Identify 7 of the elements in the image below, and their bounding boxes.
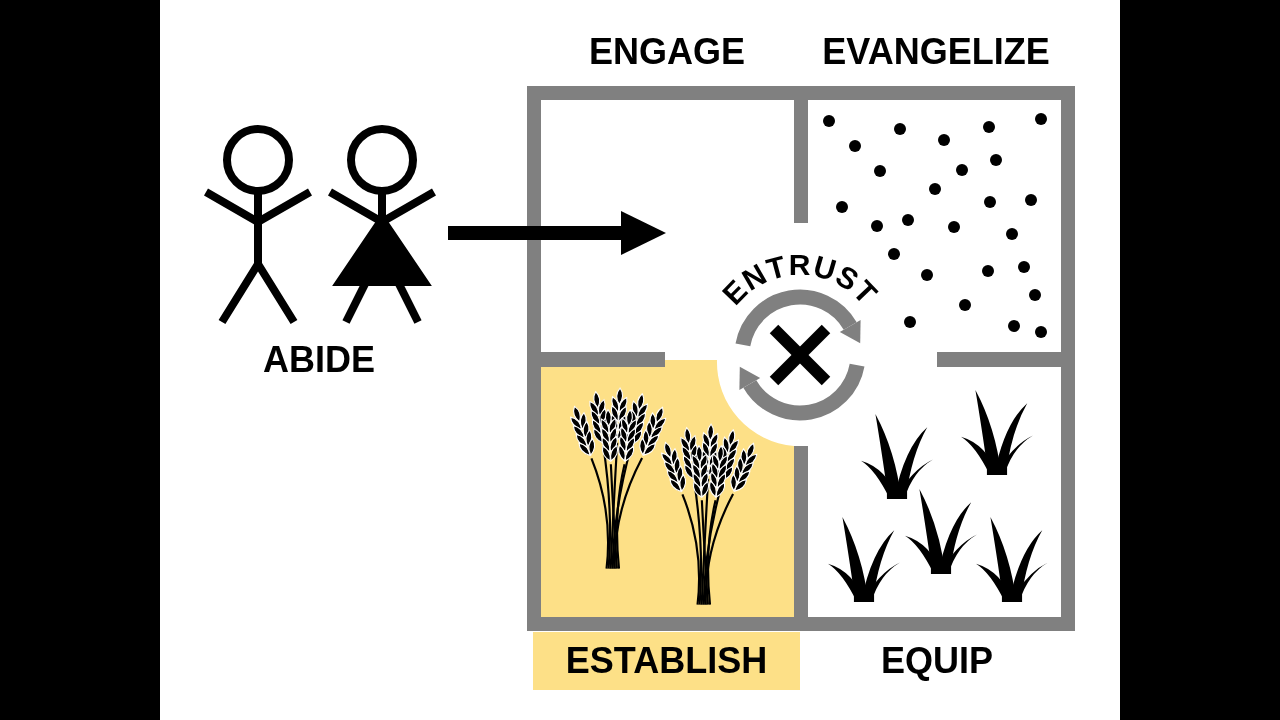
quadrant-heading: ENGAGE xyxy=(588,34,746,70)
arc-label: ENTRUST xyxy=(715,248,885,311)
quadrant-heading: EQUIP xyxy=(880,639,994,683)
quadrant-heading: ESTABLISH xyxy=(533,632,800,690)
arrow xyxy=(448,211,666,255)
figure-label: ABIDE xyxy=(262,342,376,378)
quadrant-heading: EVANGELIZE xyxy=(821,34,1051,70)
